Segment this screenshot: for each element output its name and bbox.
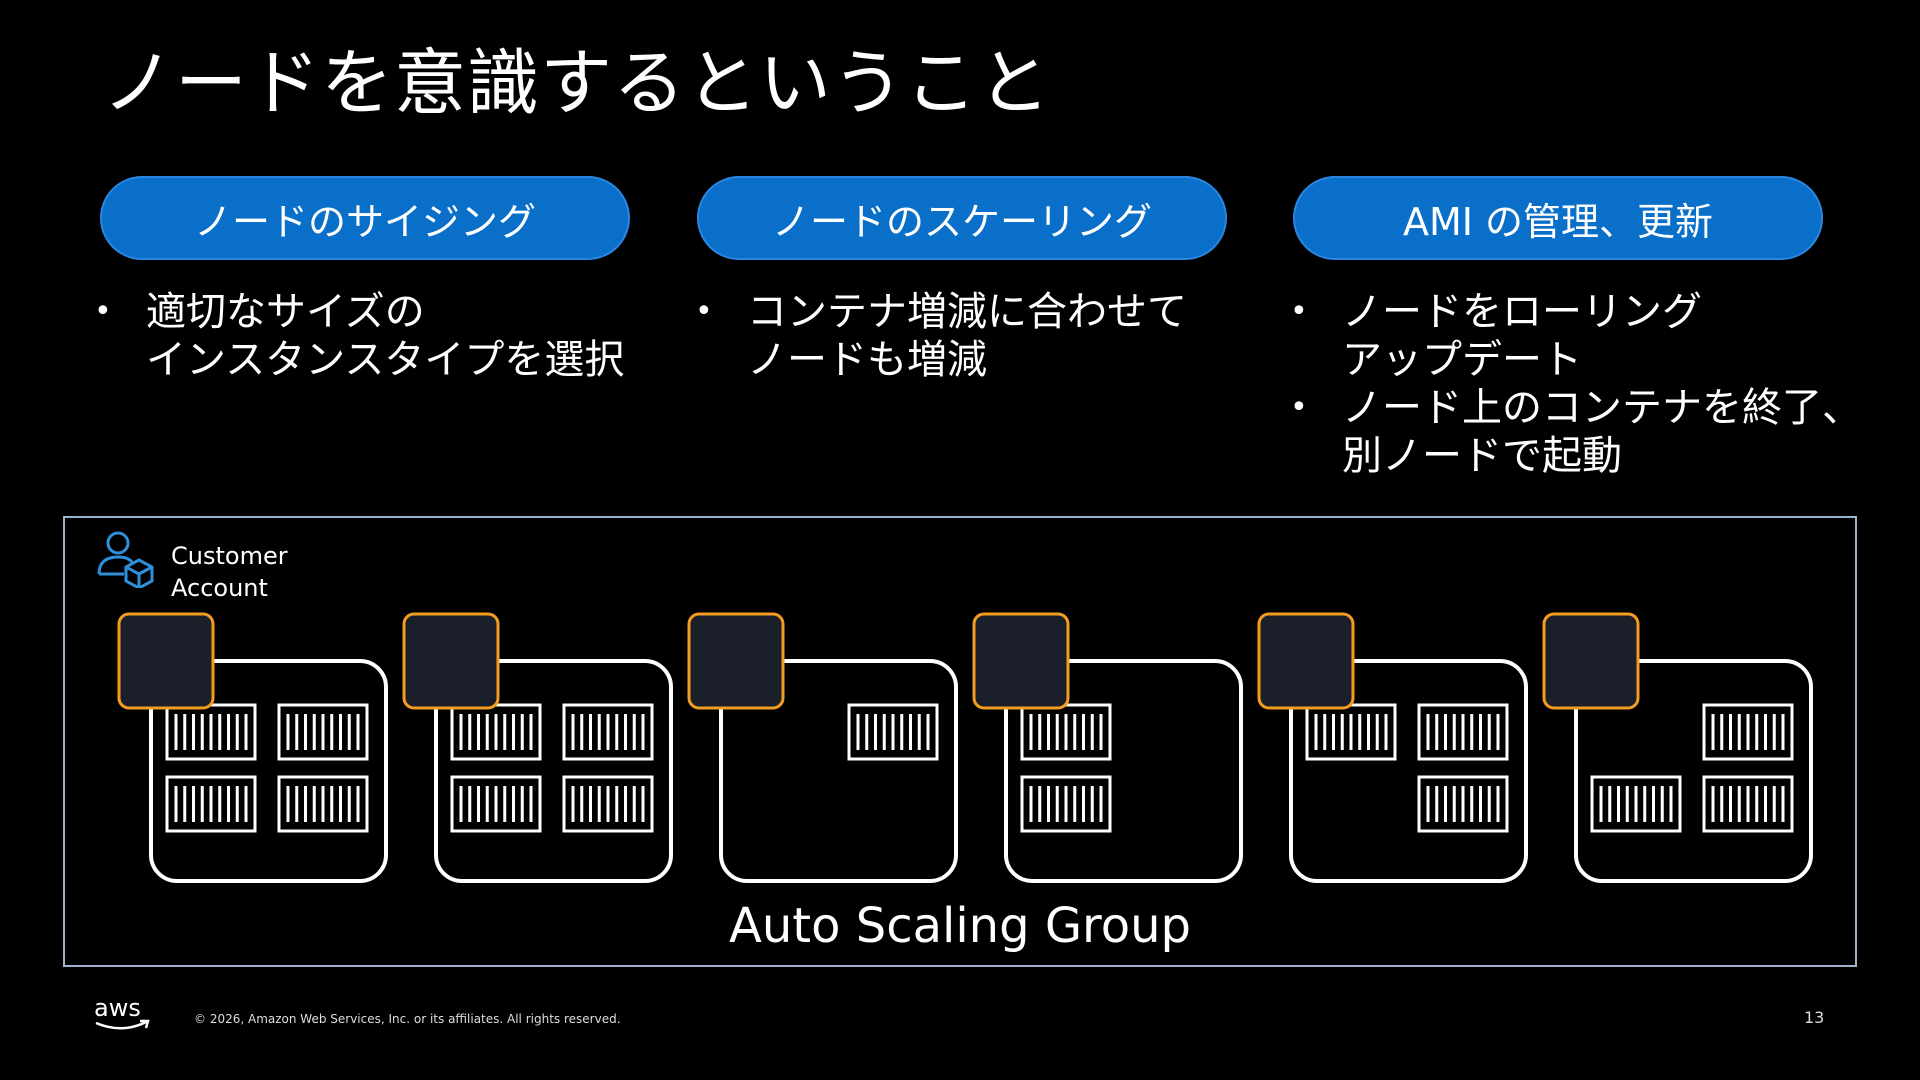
scaling-bullet-list: • コンテナ増減に合わせて ノードも増減	[695, 288, 1187, 384]
bullet-line: 別ノードで起動	[1342, 433, 1622, 479]
instance-chip-icon	[972, 612, 1070, 710]
bullet-item: • 適切なサイズの インスタンスタイプを選択	[94, 288, 624, 384]
container-icon	[847, 703, 939, 761]
bullet-line: ノードも増減	[747, 337, 987, 383]
node-box	[149, 659, 388, 883]
container-icon	[1702, 775, 1794, 833]
aws-logo: aws	[94, 994, 150, 1030]
container-icon	[1702, 703, 1794, 761]
bullet-item: • ノード上のコンテナを終了、 別ノードで起動	[1290, 384, 1862, 480]
ami-bullet-list: • ノードをローリング アップデート • ノード上のコンテナを終了、 別ノードで…	[1290, 288, 1862, 480]
instance-chip-icon	[402, 612, 500, 710]
instance-chip-icon	[1257, 612, 1355, 710]
container-icon	[562, 703, 654, 761]
container-icon	[562, 775, 654, 833]
instance-chip-icon	[1542, 612, 1640, 710]
node-box	[1004, 659, 1243, 883]
container-icon	[1417, 775, 1509, 833]
bullet-item: • コンテナ増減に合わせて ノードも増減	[695, 288, 1187, 384]
bullet-item: • ノードをローリング アップデート	[1290, 288, 1862, 384]
slide-title: ノードを意識するということ	[102, 41, 1052, 125]
container-icon	[165, 775, 257, 833]
node-box	[1574, 659, 1813, 883]
heading-node-scaling: ノードのスケーリング	[697, 176, 1227, 260]
account-label-line: Customer	[171, 542, 288, 570]
page-number: 13	[1804, 1008, 1825, 1027]
bullet-line: ノード上のコンテナを終了、	[1342, 385, 1862, 431]
customer-account-icon	[97, 531, 154, 588]
heading-node-sizing: ノードのサイジング	[100, 176, 630, 260]
container-icon	[450, 775, 542, 833]
instance-chip-icon	[687, 612, 785, 710]
node-box	[719, 659, 958, 883]
customer-account-frame	[63, 516, 1857, 967]
auto-scaling-group-label: Auto Scaling Group	[729, 898, 1191, 954]
bullet-dot: •	[695, 294, 713, 329]
bullet-dot: •	[1290, 294, 1308, 329]
account-label-line: Account	[171, 574, 268, 602]
svg-text:aws: aws	[94, 994, 141, 1022]
container-icon	[277, 703, 369, 761]
bullet-dot: •	[1290, 390, 1308, 425]
sizing-bullet-list: • 適切なサイズの インスタンスタイプを選択	[94, 288, 624, 384]
container-icon	[1417, 703, 1509, 761]
instance-chip-icon	[117, 612, 215, 710]
heading-ami-management: AMI の管理、更新	[1293, 176, 1823, 260]
copyright-notice: © 2026, Amazon Web Services, Inc. or its…	[194, 1012, 621, 1026]
bullet-line: 適切なサイズの	[146, 289, 425, 335]
container-icon	[1590, 775, 1682, 833]
node-box	[1289, 659, 1528, 883]
container-icon	[277, 775, 369, 833]
container-icon	[1020, 775, 1112, 833]
bullet-line: アップデート	[1342, 337, 1582, 383]
bullet-line: ノードをローリング	[1342, 289, 1702, 335]
bullet-line: コンテナ増減に合わせて	[747, 289, 1187, 335]
customer-account-label: Customer Account	[171, 540, 288, 604]
bullet-dot: •	[94, 294, 112, 329]
node-box	[434, 659, 673, 883]
bullet-line: インスタンスタイプを選択	[146, 337, 625, 383]
